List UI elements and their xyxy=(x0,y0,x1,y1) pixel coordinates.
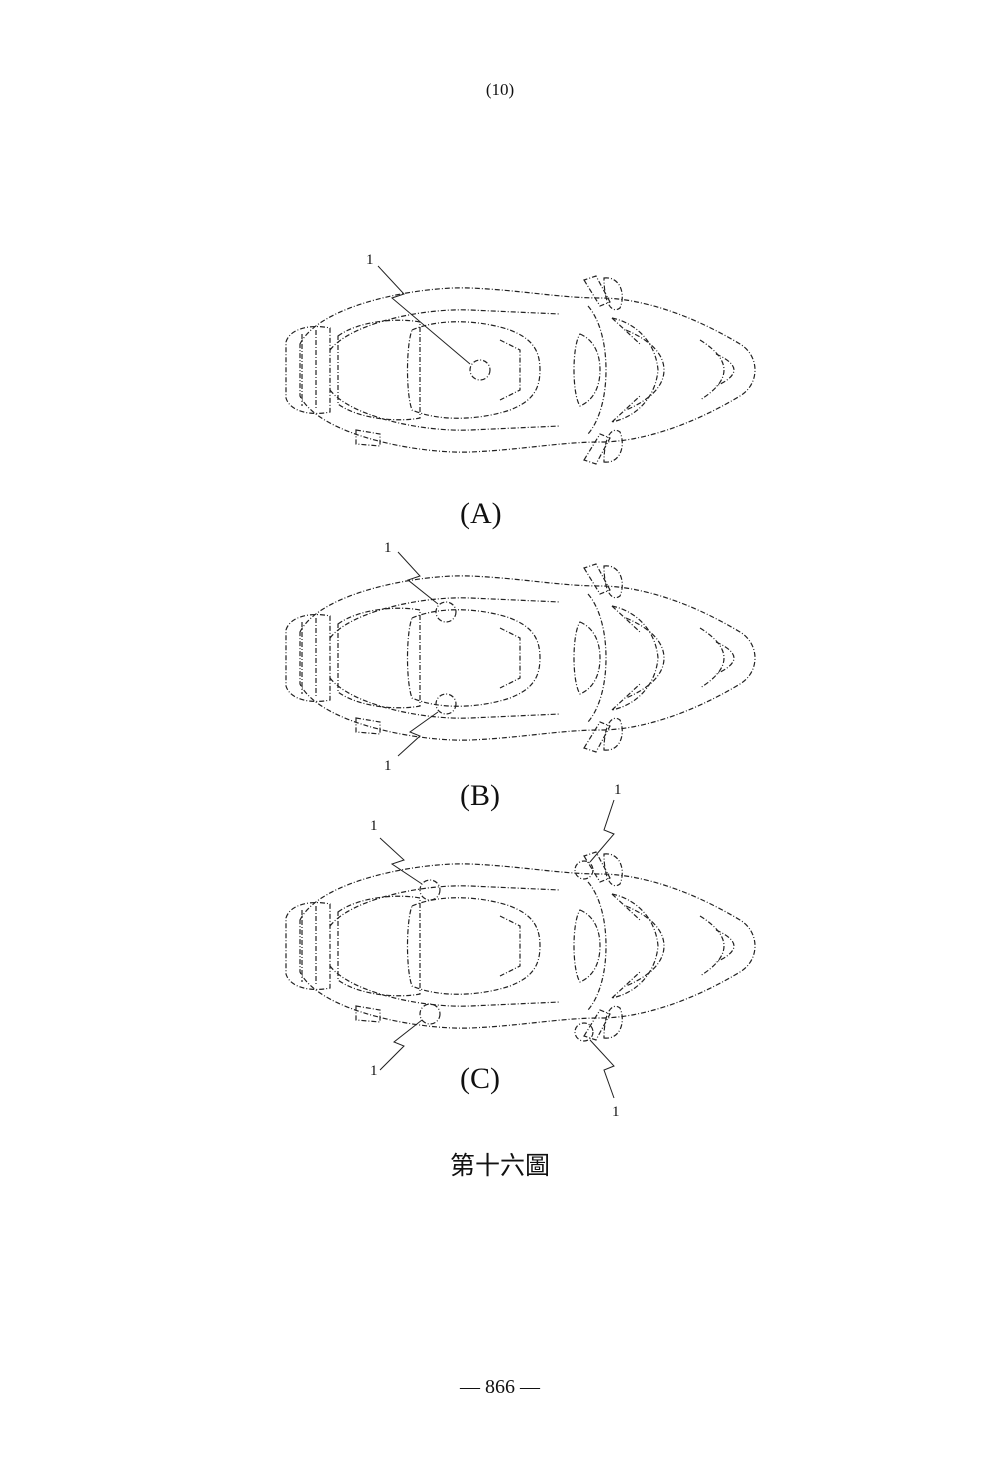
leader-line xyxy=(377,265,471,365)
reference-numeral-1: 1 xyxy=(614,782,622,798)
page-footer-number: — 866 — xyxy=(460,1376,540,1398)
part-1-marker xyxy=(435,693,457,715)
view-label-b: (B) xyxy=(460,779,500,812)
leader-line xyxy=(379,1019,423,1071)
reference-numeral-1: 1 xyxy=(384,540,392,556)
reference-numeral-1: 1 xyxy=(384,758,392,774)
reference-numeral-1: 1 xyxy=(366,252,374,268)
view-c-drawing xyxy=(285,799,756,1099)
part-1-marker xyxy=(574,860,594,880)
view-a-drawing xyxy=(285,265,756,465)
page-header-number: (10) xyxy=(485,80,515,99)
part-1-marker xyxy=(419,1003,441,1025)
view-b-drawing xyxy=(285,551,756,757)
part-1-marker xyxy=(419,879,441,901)
leader-line xyxy=(589,799,615,863)
leader-line xyxy=(397,551,439,605)
leader-line xyxy=(589,1039,615,1099)
leader-line xyxy=(397,711,439,757)
reference-numeral-1: 1 xyxy=(370,1063,378,1079)
part-1-marker xyxy=(435,601,457,623)
view-label-a: (A) xyxy=(460,497,502,530)
reference-numeral-1: 1 xyxy=(612,1104,620,1120)
part-1-marker xyxy=(574,1022,594,1042)
leader-line xyxy=(379,837,423,885)
part-1-marker xyxy=(469,359,491,381)
reference-numeral-1: 1 xyxy=(370,818,378,834)
view-label-c: (C) xyxy=(460,1062,500,1095)
figure-caption: 第十六圖 xyxy=(449,1151,550,1180)
